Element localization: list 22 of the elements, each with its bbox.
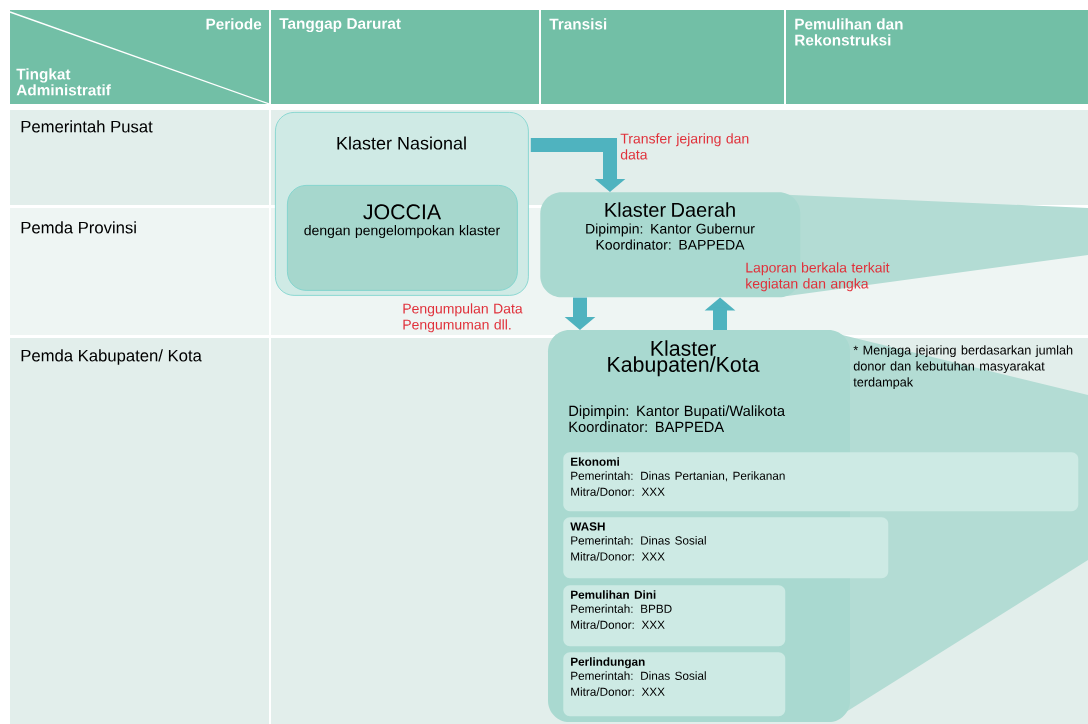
edge-label: Laporan berkala terkait kegiatan dan angka — [746, 262, 890, 292]
group-box: JOCCIA dengan pengelompokan klaster — [287, 185, 518, 291]
block-arrow — [530, 138, 626, 192]
row-label: Pemda Kabupaten/ Kota — [21, 349, 202, 365]
sector-box: Perlindungan Pemerintah: Dinas Sosial Mitra/Donor: XXX — [563, 652, 786, 717]
row-label: Pemerintah Pusat — [21, 120, 153, 133]
label: Tingkat Administratif — [16, 68, 111, 96]
sector-box: Pemulihan Dini Pemerintah: BPBD Mitra/Donor: XXX — [563, 585, 786, 647]
label: Periode — [206, 18, 262, 30]
edge-label: Transfer jejaring dan data — [620, 133, 749, 160]
node-label: Klaster Daerah — [605, 202, 735, 217]
header-cell: Transisi — [541, 10, 784, 104]
header-cell: Pemulihan dan Rekonstruksi — [786, 10, 1088, 104]
sector-box: Ekonomi Pemerintah: Dinas Pertanian, Perikanan Mitra/Donor: XXX — [563, 452, 1079, 512]
edge-label: Pengumpulan Data Pengumuman dll. — [403, 303, 523, 333]
sector-box: WASH Pemerintah: Dinas Sosial Mitra/Donor: XXX — [563, 517, 889, 579]
header-cell: Tanggap Darurat — [271, 10, 539, 104]
note-text: * Menjaga jejaring berdasarkan jumlah donor dan kebutuhan masyarakat terdampak — [853, 345, 1073, 390]
row-label: Pemda Provinsi — [21, 221, 136, 234]
header-cell: Periode Tingkat Administratif — [9, 10, 270, 105]
node-label: Koordinator: BAPPEDA — [596, 239, 745, 250]
node-label: Dipimpin: Kantor Gubernur — [586, 223, 755, 237]
